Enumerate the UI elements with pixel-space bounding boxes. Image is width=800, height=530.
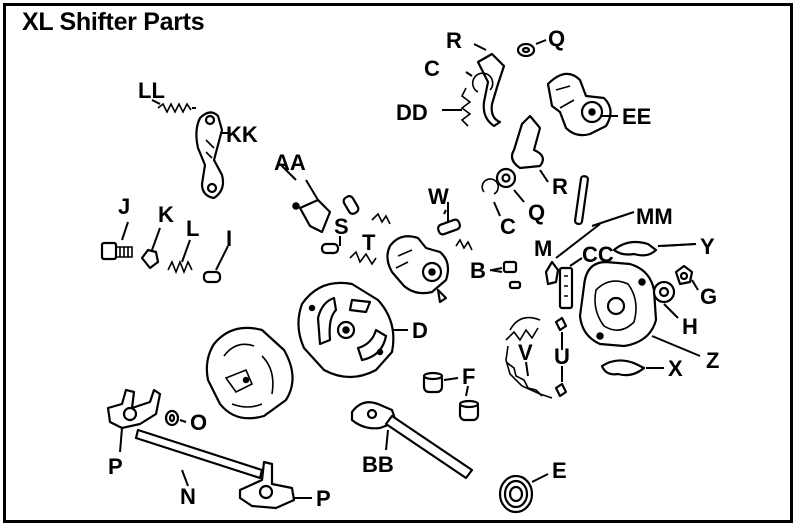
- part-aa-bracket: [292, 179, 332, 234]
- label-ee: EE: [622, 104, 651, 129]
- part-r-lower-lever: [510, 114, 549, 183]
- label-u: U: [554, 344, 570, 369]
- part-l-spring: [167, 239, 193, 275]
- part-z-housing: [578, 260, 701, 357]
- part-o-washer: [164, 409, 187, 427]
- part-cc-plate: [558, 257, 583, 310]
- label-r-upper: R: [446, 28, 462, 53]
- label-m: M: [534, 236, 552, 261]
- label-aa: AA: [274, 150, 306, 175]
- part-c-upper-clip: [465, 71, 494, 93]
- label-y: Y: [700, 234, 715, 259]
- part-s-rollers: [320, 195, 360, 255]
- label-cc: CC: [582, 242, 614, 267]
- label-d: D: [412, 318, 428, 343]
- part-e-bearing: [498, 473, 549, 514]
- label-i: I: [226, 226, 232, 251]
- part-t-springs: [349, 212, 391, 266]
- part-drum-plate-left: [205, 326, 294, 420]
- label-l: L: [186, 216, 199, 241]
- part-k-nut: [140, 227, 161, 270]
- label-z: Z: [706, 348, 719, 373]
- part-r-upper-lever: [473, 43, 506, 128]
- part-p-lower-fork: [238, 460, 312, 510]
- part-c-lower-clip: [481, 178, 501, 217]
- part-q-lower-washer: [495, 167, 525, 203]
- label-kk: KK: [226, 122, 258, 147]
- label-p-upper: P: [108, 454, 123, 479]
- part-dd-spring: [442, 87, 472, 127]
- diagram-title: XL Shifter Parts: [22, 8, 205, 36]
- part-labels: LL KK AA J K L I S T W R C Q DD EE R Q C…: [108, 26, 719, 511]
- part-h-washer: [652, 280, 679, 319]
- label-q-lower: Q: [528, 200, 545, 225]
- label-g: G: [700, 284, 717, 309]
- part-v-spring: [505, 316, 553, 399]
- label-h: H: [682, 314, 698, 339]
- label-ll: LL: [138, 78, 165, 103]
- label-bb: BB: [362, 452, 394, 477]
- label-e: E: [552, 458, 567, 483]
- label-r-lower: R: [552, 174, 568, 199]
- label-v: V: [518, 340, 533, 365]
- leader-lines: [151, 99, 697, 273]
- part-u-pins: [554, 316, 568, 398]
- part-w-pin: [436, 209, 473, 251]
- part-n-rod: [134, 428, 264, 487]
- label-w: W: [428, 184, 449, 209]
- label-x: X: [668, 356, 683, 381]
- label-mm: MM: [636, 204, 673, 229]
- part-d-shift-drum: [297, 281, 408, 379]
- part-b-bolt: [491, 260, 522, 290]
- part-x-pawl: [600, 359, 664, 377]
- part-mm-rod: [573, 175, 635, 227]
- part-j-bolt: [100, 221, 133, 261]
- label-c-lower: C: [500, 214, 516, 239]
- label-s: S: [334, 214, 349, 239]
- label-o: O: [190, 410, 207, 435]
- label-j: J: [118, 194, 130, 219]
- part-g-nut: [674, 264, 699, 291]
- label-q-upper: Q: [548, 26, 565, 51]
- label-p-lower: P: [316, 486, 331, 511]
- label-c-upper: C: [424, 56, 440, 81]
- label-b: B: [470, 258, 486, 283]
- part-bb-shift-rod: [350, 401, 474, 480]
- part-q-upper-washer: [516, 39, 547, 58]
- part-kk-arm: [195, 111, 225, 200]
- part-f-bushings: [422, 371, 480, 422]
- label-k: K: [158, 202, 174, 227]
- label-t: T: [362, 230, 376, 255]
- label-dd: DD: [396, 100, 428, 125]
- part-shift-cam: [386, 235, 450, 304]
- part-m-small-part: [544, 223, 601, 286]
- part-ll-spring: [157, 102, 196, 114]
- label-n: N: [180, 484, 196, 509]
- part-i-pin: [202, 245, 229, 284]
- part-ee-pawl-carrier: [546, 72, 618, 137]
- part-p-upper-fork: [106, 388, 162, 453]
- label-f: F: [462, 364, 475, 389]
